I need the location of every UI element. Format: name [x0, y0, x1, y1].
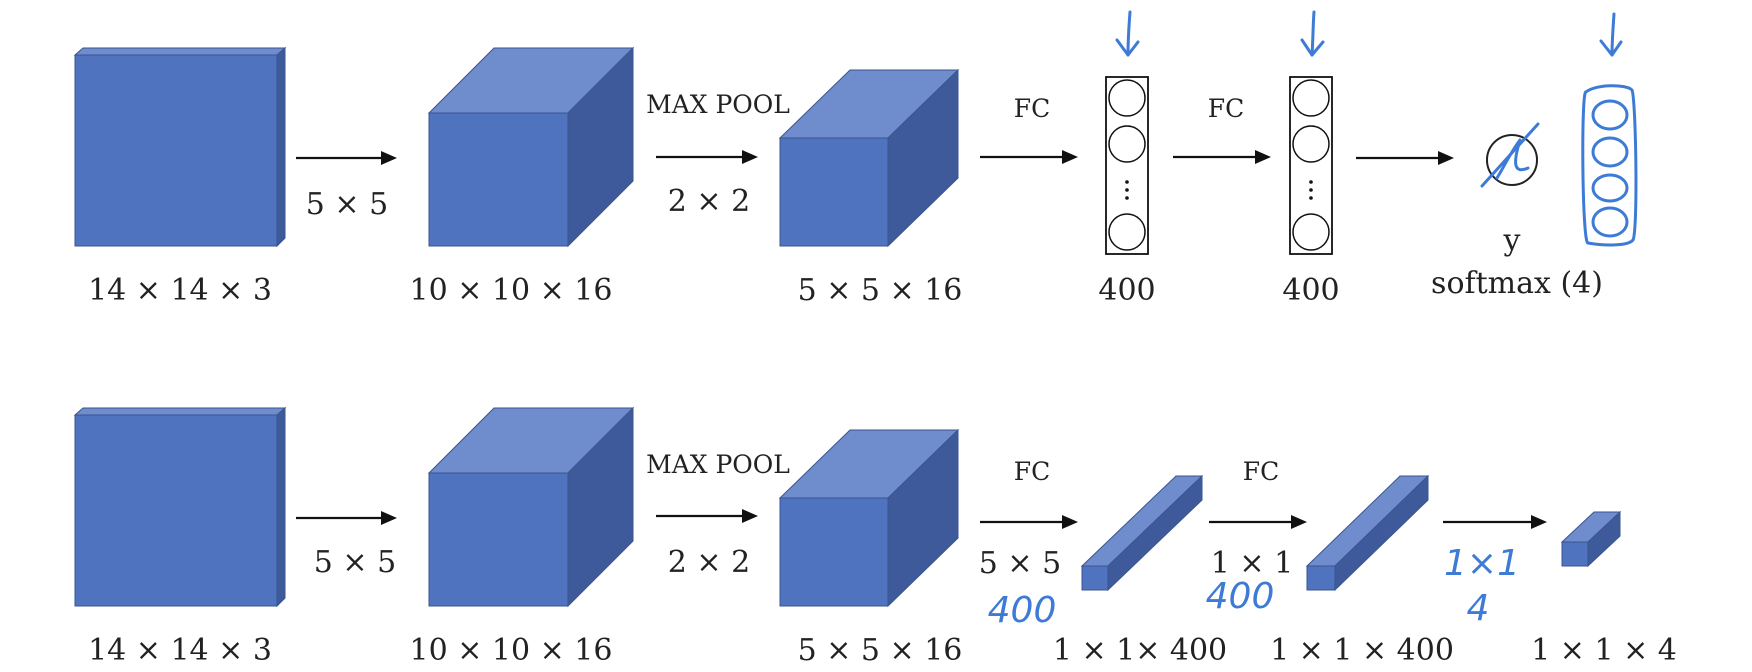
top-fc2-neuron-column [1289, 76, 1333, 255]
bottom-arrow-output [1443, 515, 1547, 529]
bottom-fc1-dims: 1 × 1× 400 [1053, 633, 1227, 668]
bottom-maxpool-label: MAX POOL [646, 450, 790, 479]
handwritten-note-output-kernel: 1×1 [1444, 543, 1520, 584]
bottom-fc2-label: FC [1243, 457, 1279, 486]
handwritten-down-arrow-icon [1599, 12, 1623, 57]
bottom-row: 14 × 14 × 3 5 × 5 10 × 10 × 16 MAX POOL … [73, 406, 1677, 668]
top-maxpool-size: 2 × 2 [668, 184, 750, 219]
top-pool-volume [778, 68, 960, 248]
bottom-fc2-dims: 1 × 1 × 400 [1270, 633, 1454, 668]
top-conv1-volume [427, 46, 635, 248]
bottom-output-volume [1560, 510, 1622, 568]
bottom-pool-dims: 5 × 5 × 16 [798, 633, 963, 668]
bottom-arrow-maxpool [656, 509, 758, 523]
top-fc1-neuron-column [1105, 76, 1149, 255]
bottom-fc2-volume [1305, 474, 1430, 592]
top-arrow-maxpool [656, 150, 758, 164]
top-output-symbol: y [1503, 223, 1521, 258]
bottom-fc2-kernel: 1 × 1 [1211, 546, 1293, 581]
bottom-arrow-conv1 [296, 511, 397, 525]
handwritten-down-arrow-icon [1115, 10, 1140, 57]
bottom-fc1-volume [1080, 474, 1204, 592]
top-arrow-fc1 [980, 150, 1078, 164]
top-conv1-dims: 10 × 10 × 16 [410, 273, 613, 308]
top-conv1-kernel: 5 × 5 [306, 187, 388, 222]
bottom-pool-volume [778, 428, 960, 608]
bottom-fc1-kernel: 5 × 5 [979, 546, 1061, 581]
bottom-output-dims: 1 × 1 × 4 [1531, 633, 1677, 668]
top-maxpool-label: MAX POOL [646, 90, 790, 119]
bottom-input-volume [73, 406, 287, 608]
bottom-input-dims: 14 × 14 × 3 [88, 633, 272, 668]
top-arrow-fc2 [1173, 150, 1271, 164]
bottom-fc1-label: FC [1014, 457, 1050, 486]
top-fc2-label: FC [1208, 94, 1244, 123]
bottom-maxpool-size: 2 × 2 [668, 545, 750, 580]
top-output-crossed-circle-icon [1480, 122, 1540, 188]
handwritten-note-fc2-filters: 400 [1206, 576, 1275, 617]
top-arrow-output [1356, 151, 1454, 165]
bottom-conv1-kernel: 5 × 5 [314, 545, 396, 580]
top-row: 14 × 14 × 3 5 × 5 10 × 10 × 16 MAX POOL … [73, 10, 1638, 308]
top-fc1-label: FC [1014, 94, 1050, 123]
top-input-volume [73, 46, 287, 248]
bottom-conv1-dims: 10 × 10 × 16 [410, 633, 613, 668]
handwritten-down-arrow-icon [1300, 10, 1325, 57]
top-pool-dims: 5 × 5 × 16 [798, 273, 963, 308]
top-fc1-units: 400 [1098, 273, 1155, 308]
bottom-arrow-fc2 [1209, 515, 1307, 529]
top-fc2-units: 400 [1282, 273, 1339, 308]
handwritten-note-fc1-filters: 400 [988, 590, 1057, 631]
top-output-label: softmax (4) [1431, 266, 1603, 301]
handwritten-note-output-filters: 4 [1467, 588, 1490, 629]
top-input-dims: 14 × 14 × 3 [88, 273, 272, 308]
top-arrow-conv1 [296, 151, 397, 165]
bottom-arrow-fc1 [980, 515, 1078, 529]
top-output-handwritten-column [1581, 84, 1638, 247]
bottom-conv1-volume [427, 406, 635, 608]
